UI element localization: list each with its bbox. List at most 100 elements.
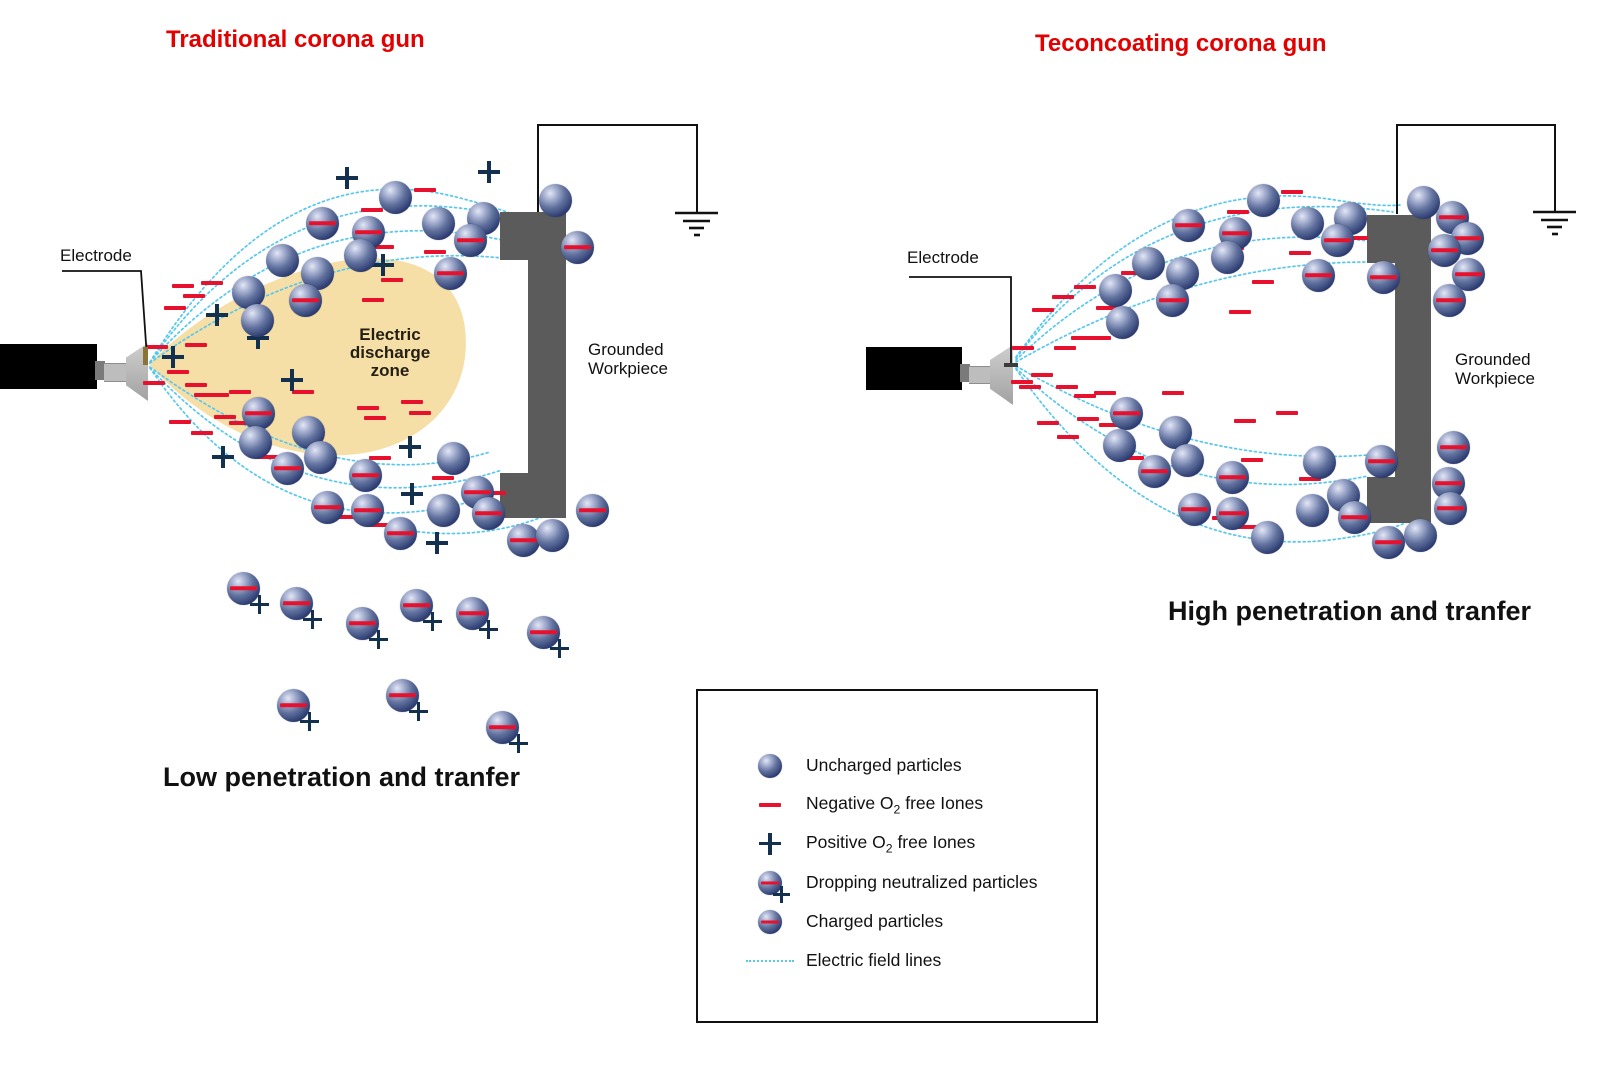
legend-box: Uncharged particles Negative O2 free Ion… xyxy=(696,689,1098,1023)
neutralized-particle xyxy=(526,615,569,658)
negative-ion-icon xyxy=(1074,394,1096,398)
positive-ion-icon xyxy=(281,369,303,391)
negative-ion-icon xyxy=(1057,435,1079,439)
uncharged-particle xyxy=(1403,518,1437,552)
neutralized-particle xyxy=(399,588,442,631)
uncharged-particle xyxy=(1131,246,1165,280)
negative-ion-icon xyxy=(364,416,386,420)
spray-gun-body xyxy=(0,344,97,389)
spray-gun-body xyxy=(866,347,962,390)
discharge-zone-label-line: Electric xyxy=(359,325,421,344)
charged-particle xyxy=(1215,460,1249,494)
positive-ion-icon xyxy=(426,532,448,554)
charged-particle xyxy=(310,490,344,524)
neutralized-particle xyxy=(279,586,322,629)
dropping-neutralized-particle-icon xyxy=(744,870,796,903)
charged-particle xyxy=(1320,223,1354,257)
negative-ion-icon xyxy=(1052,295,1074,299)
legend-label: Positive O2 free Iones xyxy=(806,831,976,856)
charged-particle xyxy=(453,223,487,257)
negative-ion-icon xyxy=(1236,525,1258,529)
charged-particle xyxy=(1155,283,1189,317)
negative-ion-icon xyxy=(1071,336,1093,340)
charged-particle xyxy=(1432,283,1466,317)
legend-row-positive-ion: Positive O2 free Iones xyxy=(698,824,1096,863)
neutralized-particle xyxy=(455,596,498,639)
negative-ion-icon xyxy=(1094,391,1116,395)
negative-ion-icon xyxy=(201,281,223,285)
uncharged-particle xyxy=(1250,520,1284,554)
workpiece-label-line: Grounded xyxy=(1455,350,1531,369)
uncharged-particle-icon xyxy=(744,753,796,778)
charged-particle-icon xyxy=(744,909,796,934)
uncharged-particle xyxy=(343,238,377,272)
uncharged-particle xyxy=(535,518,569,552)
uncharged-particle xyxy=(238,425,272,459)
negative-ion-icon xyxy=(292,390,314,394)
workpiece-label-line: Grounded xyxy=(588,340,664,359)
uncharged-particle xyxy=(1170,443,1204,477)
negative-ion-icon xyxy=(484,491,506,495)
negative-ion-icon xyxy=(167,370,189,374)
workpiece-bar xyxy=(1395,215,1431,523)
uncharged-particle xyxy=(1246,183,1280,217)
negative-ion-icon xyxy=(256,455,278,459)
negative-ion-icon xyxy=(1346,236,1368,240)
right-panel-title: Teconcoating corona gun xyxy=(1035,30,1327,57)
negative-ion-icon xyxy=(414,188,436,192)
legend-label: Electric field lines xyxy=(806,950,942,970)
electrode-label: Electrode xyxy=(60,246,132,265)
positive-ion-icon xyxy=(249,594,269,614)
charged-particle xyxy=(288,283,322,317)
uncharged-particle xyxy=(1105,305,1139,339)
negative-ion-icon xyxy=(1012,346,1034,350)
uncharged-particle xyxy=(1302,445,1336,479)
charged-particle xyxy=(305,206,339,240)
positive-ion-icon xyxy=(302,609,322,629)
negative-ion-icon xyxy=(185,383,207,387)
positive-ion-icon xyxy=(478,161,500,183)
electric-field-line xyxy=(149,367,503,514)
positive-ion-icon xyxy=(508,733,528,753)
legend-label: Uncharged particles xyxy=(806,755,962,775)
charged-particle xyxy=(575,493,609,527)
negative-ion-icon xyxy=(366,523,388,527)
negative-ion-icon xyxy=(229,390,251,394)
negative-ion-icon xyxy=(143,381,165,385)
negative-ion-icon xyxy=(1019,385,1041,389)
legend-label: Negative O2 free Iones xyxy=(806,792,984,817)
uncharged-particle xyxy=(378,180,412,214)
positive-ion-icon xyxy=(401,483,423,505)
charged-particle xyxy=(241,396,275,430)
negative-ion-icon xyxy=(1031,373,1053,377)
negative-ion-icon xyxy=(1077,417,1099,421)
uncharged-particle xyxy=(1295,493,1329,527)
uncharged-particle xyxy=(1158,415,1192,449)
negative-ion-icon xyxy=(1074,285,1096,289)
negative-ion-icon xyxy=(1299,477,1321,481)
positive-ion-icon xyxy=(549,638,569,658)
charged-particle xyxy=(383,516,417,550)
uncharged-particle xyxy=(538,183,572,217)
workpiece-label-line: Workpiece xyxy=(588,359,668,378)
workpiece-bottom-flange xyxy=(500,473,566,518)
positive-ion-icon xyxy=(372,254,394,276)
charged-particle xyxy=(350,493,384,527)
charged-particle xyxy=(1109,396,1143,430)
positive-ion-icon xyxy=(206,304,228,326)
charged-particle xyxy=(1171,208,1205,242)
charged-particle xyxy=(1215,496,1249,530)
neutralized-particle xyxy=(345,606,388,649)
legend-row-dropping-particle: Dropping neutralized particles xyxy=(698,863,1096,903)
charged-particle xyxy=(506,523,540,557)
negative-ion-icon xyxy=(372,245,394,249)
negative-ion-icon xyxy=(1054,346,1076,350)
charged-particle xyxy=(348,458,382,492)
charged-particle xyxy=(1364,444,1398,478)
charged-particle xyxy=(1433,491,1467,525)
positive-ion-icon xyxy=(336,167,358,189)
positive-ion-icon xyxy=(212,446,234,468)
negative-ion-icon xyxy=(146,345,168,349)
negative-ion-icon xyxy=(1037,421,1059,425)
positive-ion-icon xyxy=(422,611,442,631)
